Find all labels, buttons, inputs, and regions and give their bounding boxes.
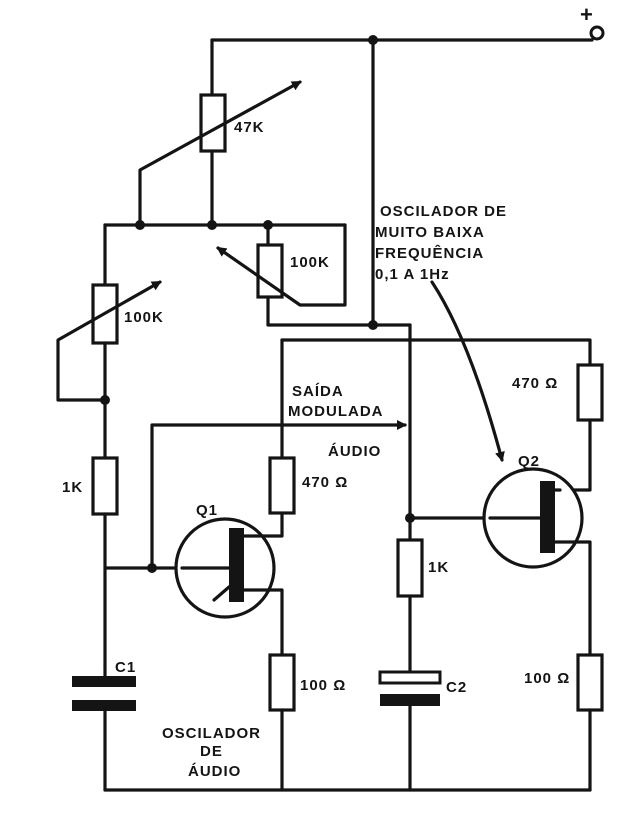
audio-osc-label: OSCILADOR DE ÁUDIO — [162, 725, 261, 780]
pot-100k-top-label: 100K — [290, 254, 330, 271]
resistor-470-q1 — [268, 338, 296, 515]
capacitor-c2-label: C2 — [446, 679, 467, 696]
supply-rail — [210, 25, 605, 45]
resistor-1k-q2 — [396, 516, 424, 674]
resistor-1k-q2-label: 1K — [428, 559, 449, 576]
transistor-q1 — [174, 511, 284, 657]
svg-text:MODULADA: MODULADA — [288, 403, 384, 420]
audio-output-label: ÁUDIO — [328, 443, 381, 460]
transistor-q1-label: Q1 — [196, 502, 218, 519]
svg-text:DE: DE — [200, 743, 223, 760]
pot-47k — [138, 38, 302, 227]
svg-text:SAÍDA: SAÍDA — [292, 383, 344, 400]
capacitor-c1-label: C1 — [115, 659, 136, 676]
low-freq-osc-pointer — [430, 280, 505, 462]
q2-collector-rail — [280, 338, 592, 367]
svg-text:OSCILADOR DE: OSCILADOR DE — [380, 203, 507, 220]
supply-plus-label: + — [580, 2, 593, 27]
resistor-470-q2-label: 470 Ω — [512, 375, 558, 392]
pot-100k-top — [216, 223, 412, 327]
resistor-100-q1 — [268, 653, 296, 792]
svg-text:ÁUDIO: ÁUDIO — [188, 763, 241, 780]
transistor-q2 — [482, 467, 592, 657]
resistor-1k-left — [91, 398, 119, 667]
capacitor-c2 — [378, 670, 442, 792]
modulated-output-wire — [150, 420, 407, 570]
resistor-100-q1-label: 100 Ω — [300, 677, 346, 694]
low-freq-osc-label: OSCILADOR DE MUITO BAIXA FREQUÊNCIA 0,1 … — [375, 203, 507, 283]
modulated-output-label: SAÍDA MODULADA — [288, 383, 384, 420]
resistor-1k-left-label: 1K — [62, 479, 83, 496]
resistor-100-q2-label: 100 Ω — [524, 670, 570, 687]
resistor-100-q2 — [576, 653, 604, 792]
capacitor-c1 — [72, 663, 136, 792]
transistor-q2-label: Q2 — [518, 453, 540, 470]
svg-text:OSCILADOR: OSCILADOR — [162, 725, 261, 742]
svg-text:FREQUÊNCIA: FREQUÊNCIA — [375, 244, 484, 262]
pot-100k-left — [56, 223, 162, 405]
supply-terminal — [589, 25, 605, 41]
resistor-470-q2 — [558, 363, 604, 492]
svg-text:MUITO BAIXA: MUITO BAIXA — [375, 224, 485, 241]
svg-text:0,1 A 1Hz: 0,1 A 1Hz — [375, 266, 450, 283]
pot-47k-label: 47K — [234, 119, 265, 136]
resistor-470-q1-label: 470 Ω — [302, 474, 348, 491]
pot-100k-left-label: 100K — [124, 309, 164, 326]
